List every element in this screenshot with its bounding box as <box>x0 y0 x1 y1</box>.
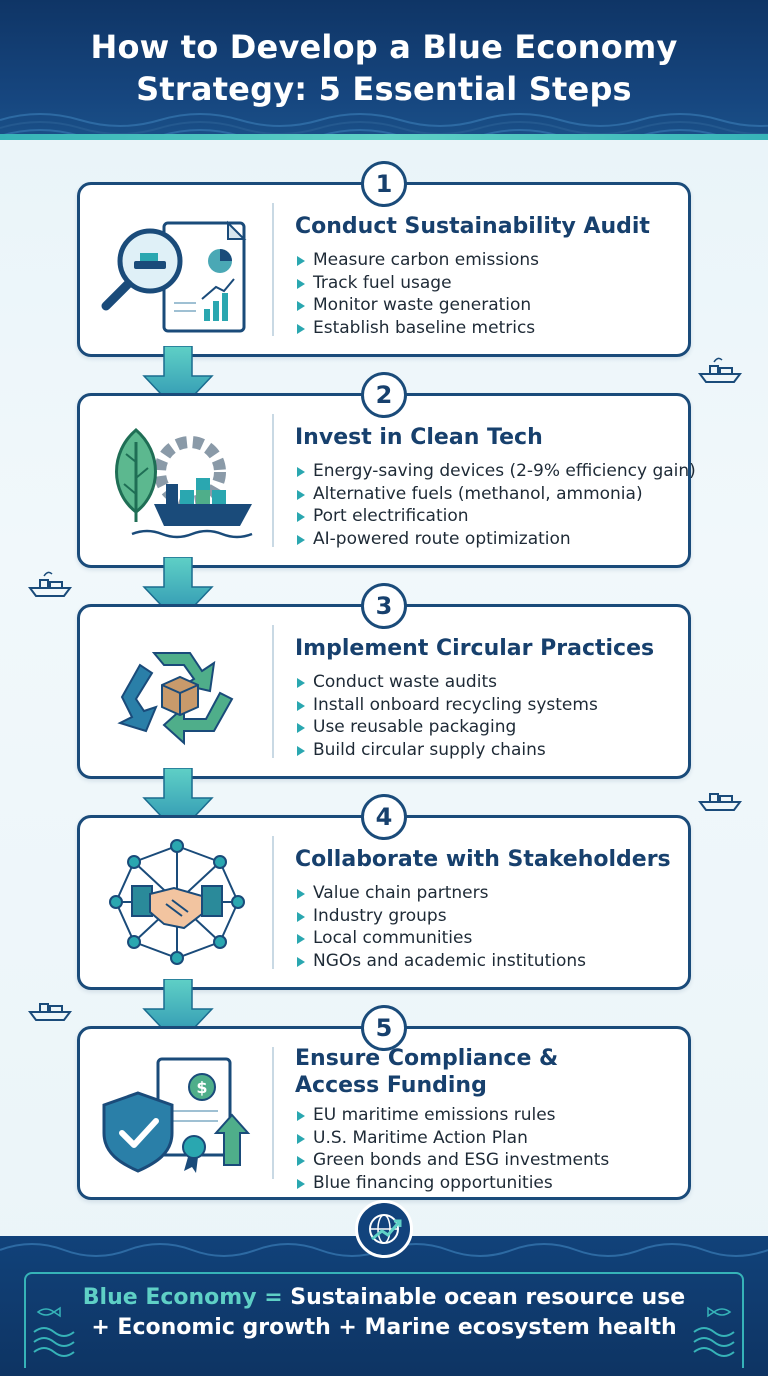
title-line-2: Strategy: 5 Essential Steps <box>136 70 632 108</box>
step-1-title: Conduct Sustainability Audit <box>295 214 650 239</box>
svg-text:$: $ <box>196 1078 207 1097</box>
list-item: Build circular supply chains <box>295 739 598 762</box>
step-1-list: Measure carbon emissions Track fuel usag… <box>295 249 539 339</box>
list-item: Blue financing opportunities <box>295 1172 609 1195</box>
step-card-1: Conduct Sustainability Audit Measure car… <box>77 182 691 357</box>
list-item: EU maritime emissions rules <box>295 1104 609 1127</box>
list-item: Measure carbon emissions <box>295 249 539 272</box>
step-1-badge: 1 <box>361 161 407 207</box>
ship-icon <box>28 571 72 597</box>
leaf-gear-ship-icon <box>92 402 262 552</box>
fish-waves-icon <box>33 1306 75 1357</box>
header-accent-line <box>0 134 768 140</box>
footer-highlight: Blue Economy = <box>82 1285 283 1310</box>
page-title: How to Develop a Blue Economy Strategy: … <box>0 26 768 110</box>
step-4-badge: 4 <box>361 794 407 840</box>
footer-equation-line-2: + Economic growth + Marine ecosystem hea… <box>91 1315 677 1340</box>
list-item: Industry groups <box>295 905 586 928</box>
step-2-title: Invest in Clean Tech <box>295 425 543 450</box>
list-item: NGOs and academic institutions <box>295 950 586 973</box>
step-5-list: EU maritime emissions rules U.S. Maritim… <box>295 1104 609 1194</box>
step-4-list: Value chain partners Industry groups Loc… <box>295 882 586 972</box>
step-3-title: Implement Circular Practices <box>295 636 655 661</box>
handshake-network-icon <box>92 824 262 974</box>
list-item: Port electrification <box>295 505 696 528</box>
card-divider <box>272 625 274 758</box>
list-item: AI-powered route optimization <box>295 528 696 551</box>
list-item: Track fuel usage <box>295 272 539 295</box>
list-item: Green bonds and ESG investments <box>295 1149 609 1172</box>
recycle-box-icon <box>92 613 262 763</box>
list-item: Use reusable packaging <box>295 716 598 739</box>
card-divider <box>272 203 274 336</box>
step-3-list: Conduct waste audits Install onboard rec… <box>295 671 598 761</box>
footer-banner: Blue Economy = Sustainable ocean resourc… <box>0 1236 768 1376</box>
step-card-4: Collaborate with Stakeholders Value chai… <box>77 815 691 990</box>
step-card-5: $ Ensure Compliance & Access Funding EU … <box>77 1026 691 1200</box>
step-2-list: Energy-saving devices (2-9% efficiency g… <box>295 460 696 550</box>
step-5-title-line-2: Access Funding <box>295 1073 487 1098</box>
ship-icon <box>698 793 742 811</box>
list-item: Local communities <box>295 927 586 950</box>
step-5-badge: 5 <box>361 1005 407 1051</box>
list-item: Energy-saving devices (2-9% efficiency g… <box>295 460 696 483</box>
ship-icon <box>28 1003 72 1021</box>
list-item: Value chain partners <box>295 882 586 905</box>
footer-frame <box>24 1272 744 1368</box>
list-item: Install onboard recycling systems <box>295 694 598 717</box>
list-item: U.S. Maritime Action Plan <box>295 1127 609 1150</box>
audit-magnifier-report-icon <box>92 191 262 341</box>
shield-document-funding-icon: $ <box>92 1035 262 1185</box>
ship-icon <box>698 357 742 383</box>
list-item: Conduct waste audits <box>295 671 598 694</box>
step-5-title-line-1: Ensure Compliance & <box>295 1046 559 1071</box>
card-divider <box>272 836 274 969</box>
step-card-2: Invest in Clean Tech Energy-saving devic… <box>77 393 696 568</box>
globe-growth-icon <box>355 1200 413 1258</box>
footer-equation-line-1: Blue Economy = Sustainable ocean resourc… <box>0 1284 768 1312</box>
list-item: Monitor waste generation <box>295 294 539 317</box>
header-banner: How to Develop a Blue Economy Strategy: … <box>0 0 768 140</box>
fish-waves-icon <box>693 1306 735 1357</box>
step-5-title: Ensure Compliance & Access Funding <box>295 1045 685 1099</box>
step-3-badge: 3 <box>361 583 407 629</box>
title-line-1: How to Develop a Blue Economy <box>90 28 678 66</box>
step-card-3: Implement Circular Practices Conduct was… <box>77 604 691 779</box>
card-divider <box>272 1047 274 1179</box>
footer-line-1-rest: Sustainable ocean resource use <box>282 1285 686 1310</box>
list-item: Alternative fuels (methanol, ammonia) <box>295 483 696 506</box>
card-divider <box>272 414 274 547</box>
step-2-badge: 2 <box>361 372 407 418</box>
step-4-title: Collaborate with Stakeholders <box>295 847 671 872</box>
list-item: Establish baseline metrics <box>295 317 539 340</box>
